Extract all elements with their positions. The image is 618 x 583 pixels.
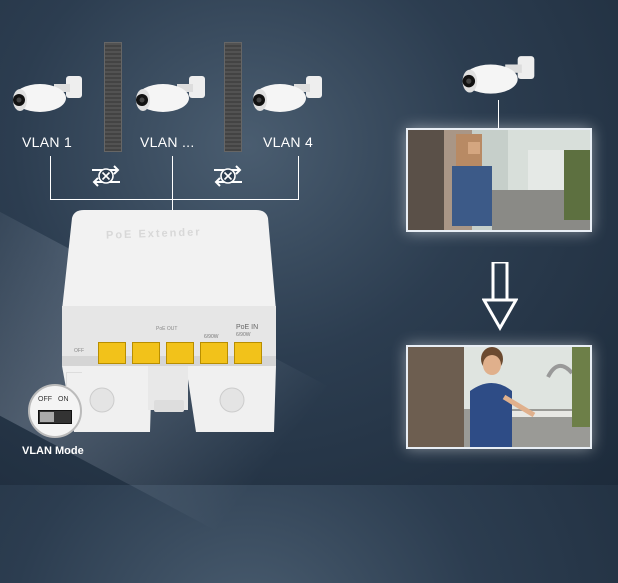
ethernet-port[interactable] [166,342,194,364]
ethernet-port-in[interactable] [234,342,262,364]
callout-line [66,372,67,386]
vlan-mode-label: VLAN Mode [22,445,84,457]
switch-on-label: ON [58,396,69,403]
security-camera-icon [253,76,322,112]
connection-line [298,156,299,200]
poe-extender-device: PoE Extender PoE OUT PoE IN 6/90W 6/90W … [62,210,276,432]
ethernet-port[interactable] [200,342,228,364]
poe-in-sub: 6/90W [236,332,251,338]
wall-divider [224,42,242,152]
vlan1-label: VLAN 1 [22,134,73,150]
security-camera-icon [136,76,205,112]
device-body [62,210,276,432]
vlan-mode-toggle[interactable] [38,410,72,424]
poe-in-label: PoE IN [236,324,259,331]
switch-off-label: OFF [38,396,52,403]
callout-line [66,372,82,373]
poe-out-label: PoE OUT [156,326,178,332]
wall-divider [104,42,122,152]
switch-label: OFF [74,348,84,354]
toggle-knob [40,412,54,422]
down-arrow-icon [482,262,518,332]
no-link-icon [92,165,120,187]
connection-line [498,100,499,130]
vlan-mode-switch-callout: OFF ON [28,384,82,438]
connection-line [50,156,51,200]
security-camera-icon [462,56,535,94]
ethernet-port[interactable] [98,342,126,364]
port-sub: 6/90W [204,334,219,340]
connection-line [50,199,299,200]
security-camera-icon [13,76,82,112]
vlan4-label: VLAN 4 [263,134,314,150]
camera-feed-clear [406,345,592,449]
no-link-icon [214,165,242,187]
ethernet-port[interactable] [132,342,160,364]
vlan-middle-label: VLAN ... [140,134,195,150]
camera-feed-pixelated [406,128,592,232]
